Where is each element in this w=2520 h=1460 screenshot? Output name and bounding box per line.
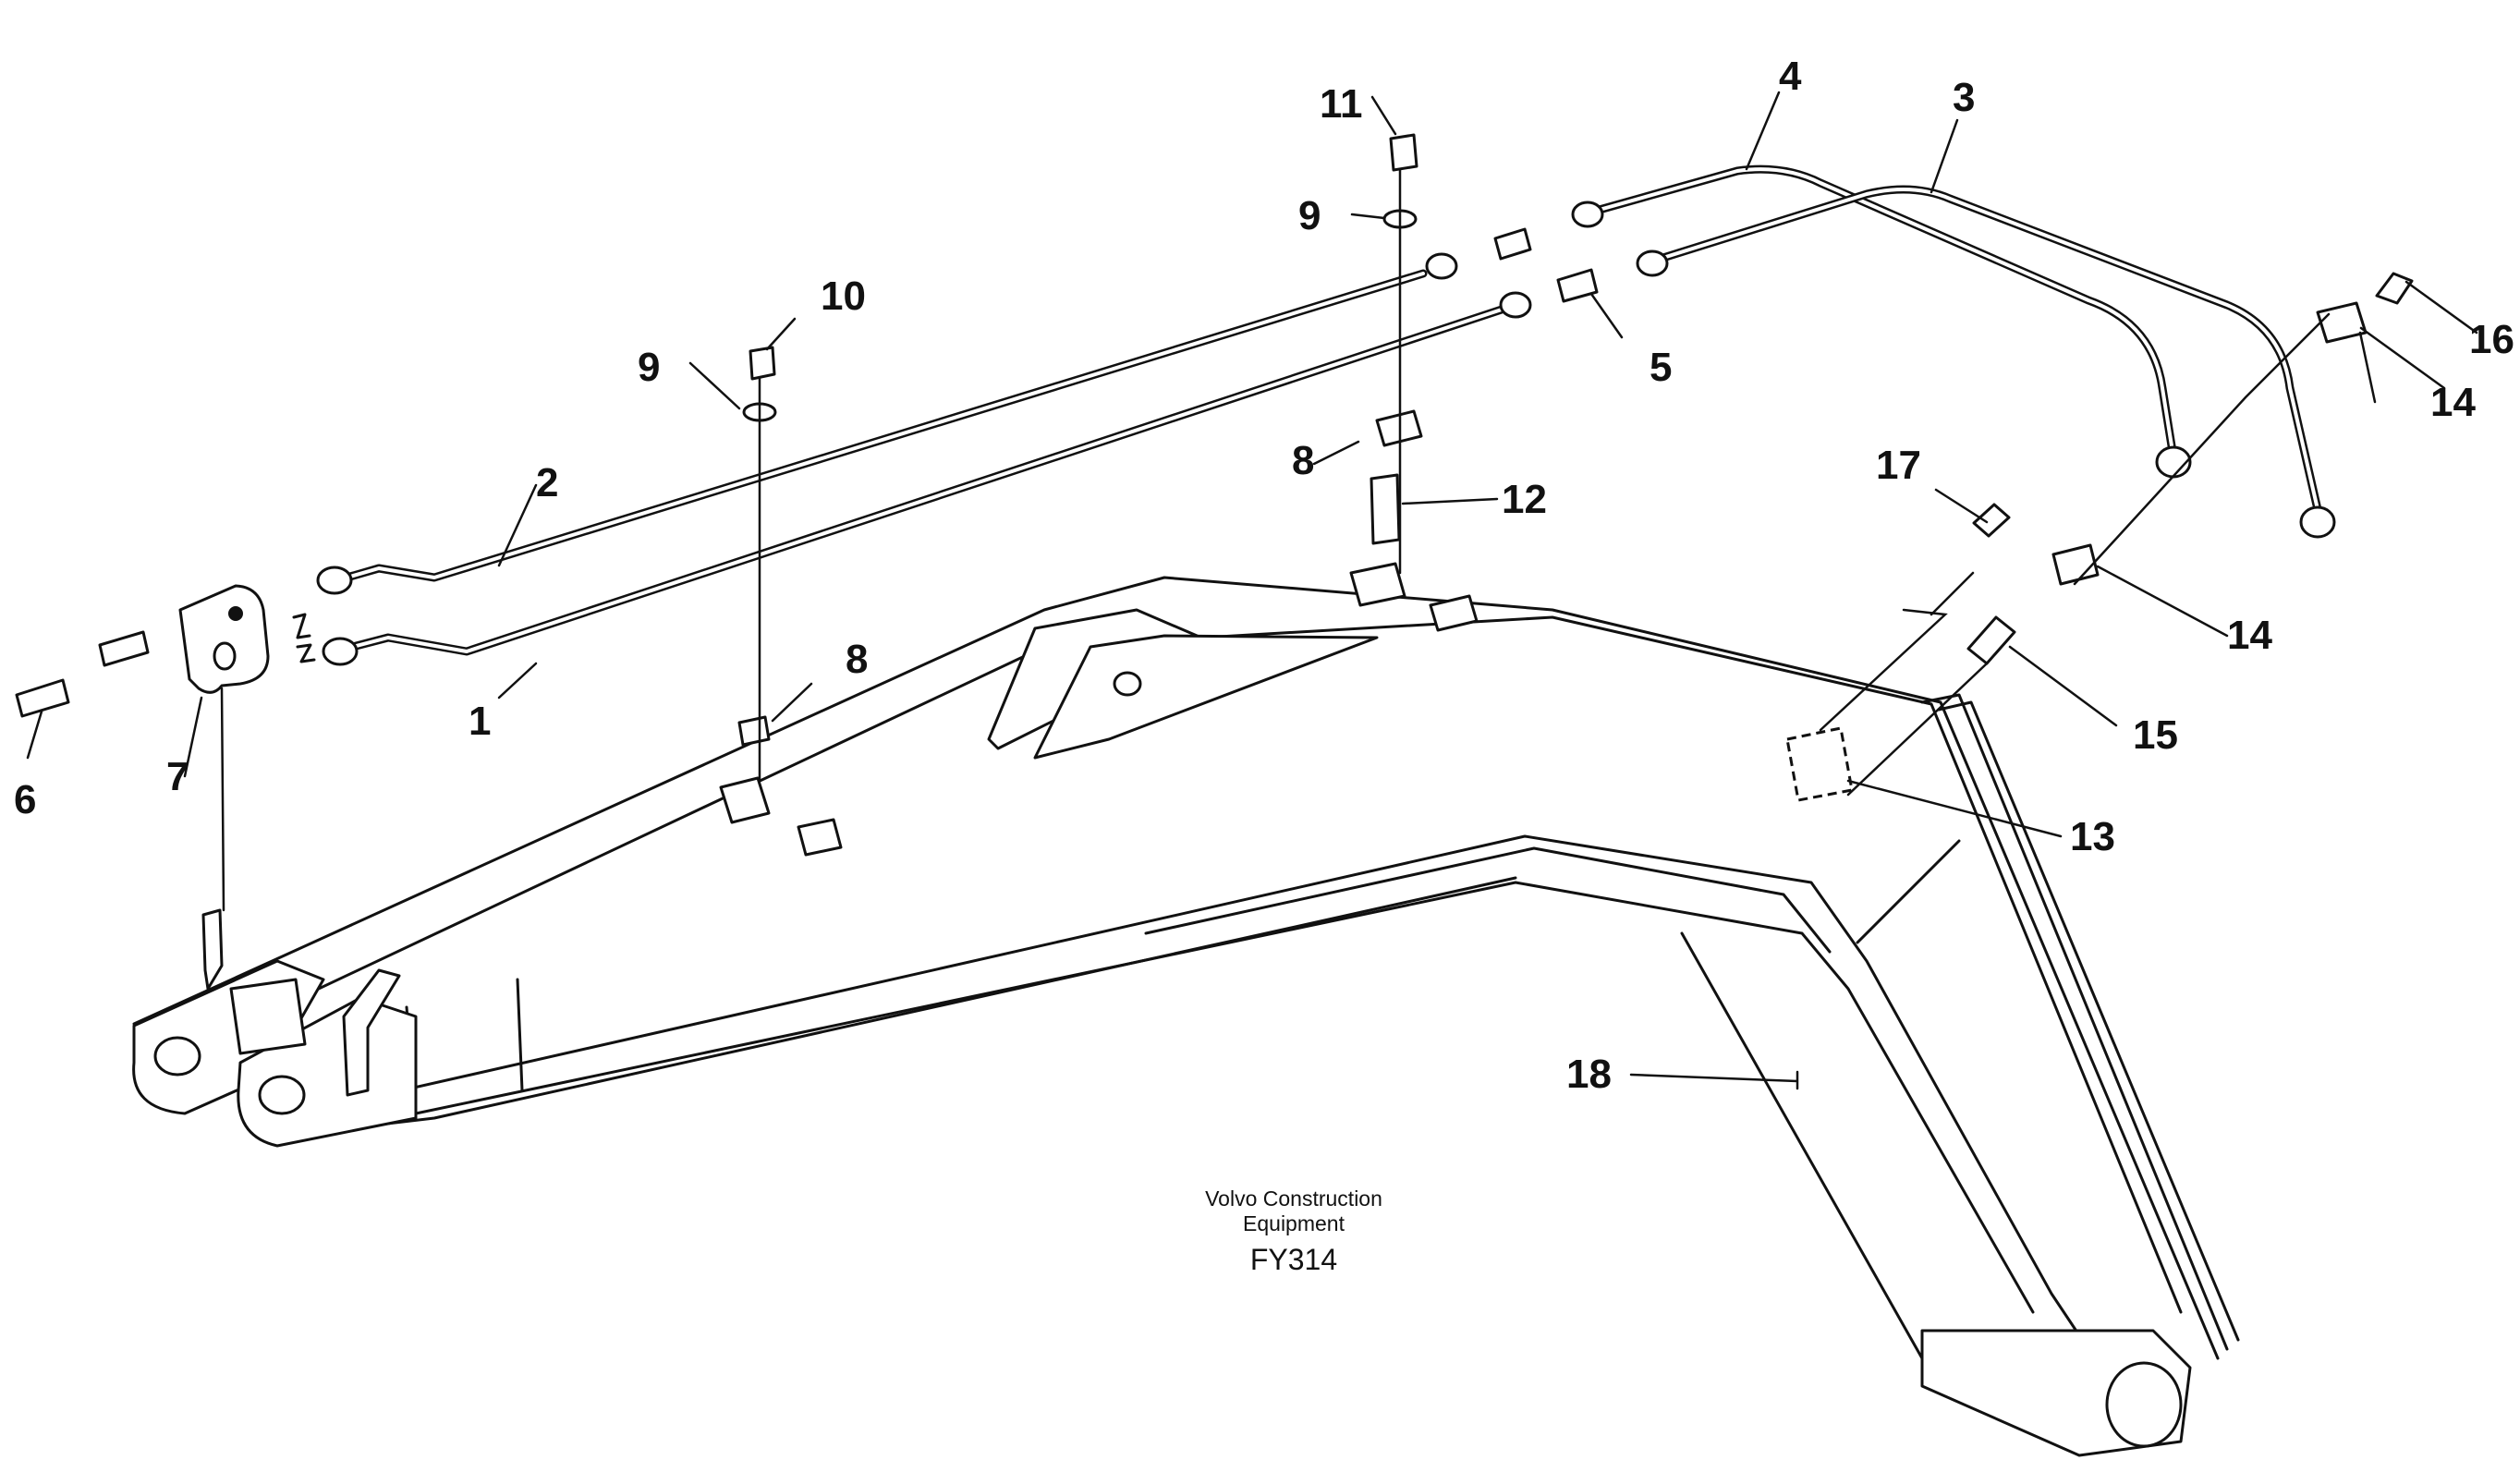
pad-top	[1429, 594, 1479, 632]
bracket-plate-hole	[213, 641, 237, 671]
callout-8-top: 8	[1292, 438, 1314, 483]
caption-line-2: Equipment	[1243, 1211, 1345, 1235]
boom-inner-web	[1144, 846, 1832, 954]
adapter-upper	[1493, 227, 1532, 261]
callout-18: 18	[1566, 1052, 1612, 1097]
fittings	[15, 133, 2414, 912]
screw-11	[1389, 133, 1418, 172]
callout-7: 7	[166, 754, 189, 799]
caption-code: FY314	[1250, 1243, 1337, 1276]
callout-9-left: 9	[638, 345, 660, 390]
boom-side-panel-line	[405, 978, 524, 1120]
bracket-leader-line	[220, 687, 225, 912]
boom-web-divider	[1856, 839, 1961, 944]
callout-14-lower: 14	[2227, 613, 2272, 658]
boom-nose-pin	[2105, 1361, 2183, 1448]
boom-foot-block	[229, 978, 307, 1055]
clamp-14-lower	[2051, 543, 2100, 586]
assembly-line-13	[1819, 571, 1975, 732]
boom-side-face-lower-2	[414, 881, 2035, 1314]
caption-line-1: Volvo Construction	[1205, 1186, 1382, 1211]
boom-underside-edge	[1680, 931, 1970, 1388]
clamp-14-upper	[2316, 301, 2368, 344]
callout-1: 1	[469, 699, 491, 744]
bracket-ears	[292, 613, 311, 639]
pipe-2	[333, 269, 1428, 585]
pipe-3-nut	[1636, 249, 1669, 277]
callout-labels: 1 2 3 4 5 6 7 8 8 9 9 10 11 12 13 14 14 …	[14, 54, 2514, 1097]
pipe-4-nut	[1571, 201, 1604, 228]
spacer-12	[1370, 473, 1401, 545]
pipe-2-end-nut	[1425, 252, 1458, 280]
boom-bottom-left-edge	[275, 876, 1517, 1138]
callout-12: 12	[1502, 477, 1547, 522]
callout-5: 5	[1650, 345, 1672, 390]
pipe-1	[337, 300, 1520, 656]
bracket-plate-7	[178, 584, 270, 694]
boom-side-face-lower	[257, 834, 2127, 1406]
callout-2: 2	[536, 460, 558, 505]
leader-18	[1629, 1070, 1799, 1090]
hose-bracket-foot-2	[201, 908, 224, 991]
clamp-block-13	[1785, 726, 1854, 802]
adapter-5	[1556, 268, 1599, 303]
clamp-block-top	[1349, 562, 1406, 607]
callout-14-upper: 14	[2430, 380, 2476, 425]
callout-13: 13	[2070, 814, 2115, 859]
callout-leaders	[26, 91, 2478, 838]
assembly-line-right	[2073, 312, 2331, 586]
callout-4: 4	[1779, 54, 1802, 99]
coupling-6	[15, 678, 70, 718]
pipe-3	[1650, 185, 2324, 522]
pipe-1-end-nut	[1499, 291, 1532, 319]
spacer-15	[1966, 615, 2016, 665]
pad-left	[797, 818, 843, 857]
screw-10	[749, 346, 776, 381]
clamp-8-left	[737, 715, 771, 747]
callout-10: 10	[821, 274, 866, 319]
callout-15: 15	[2133, 712, 2178, 758]
bracket-bolt	[228, 606, 243, 621]
pipe-3-end-nut	[2299, 505, 2336, 539]
pipe-assemblies	[333, 164, 2324, 656]
screw-17	[1972, 503, 2011, 538]
boom-right-edge	[1920, 693, 2229, 1351]
callout-6: 6	[14, 777, 36, 822]
boom-top-face-inner-edge	[238, 615, 2183, 1314]
bracket-ears-2	[296, 643, 316, 663]
boom-foot-pin-hole-rear	[153, 1036, 201, 1077]
coupling-upper	[98, 630, 150, 667]
boom-right-edge-2	[1937, 700, 2240, 1342]
callout-9-top: 9	[1298, 193, 1321, 238]
callout-17: 17	[1876, 443, 1921, 488]
pipe-1-nut	[322, 637, 359, 666]
boom-cylinder-lug-front	[1033, 634, 1379, 760]
callout-11: 11	[1320, 81, 1363, 127]
caption-block: Volvo Construction Equipment FY314	[1205, 1186, 1382, 1276]
assembly-line-15	[1846, 662, 1989, 797]
callout-16: 16	[2469, 317, 2514, 362]
boom-foot-pin-hole-front	[258, 1075, 306, 1115]
boom-cylinder-pin-hole	[1113, 671, 1142, 697]
hose-bracket-foot	[342, 968, 401, 1097]
boom-assembly	[132, 576, 2240, 1457]
screw-16	[2375, 272, 2414, 305]
clamp-block-left	[719, 776, 771, 824]
pipe-2-nut	[316, 566, 353, 595]
callout-3: 3	[1953, 75, 1975, 120]
pipe-4	[1585, 164, 2178, 462]
callout-8-left: 8	[846, 637, 868, 682]
